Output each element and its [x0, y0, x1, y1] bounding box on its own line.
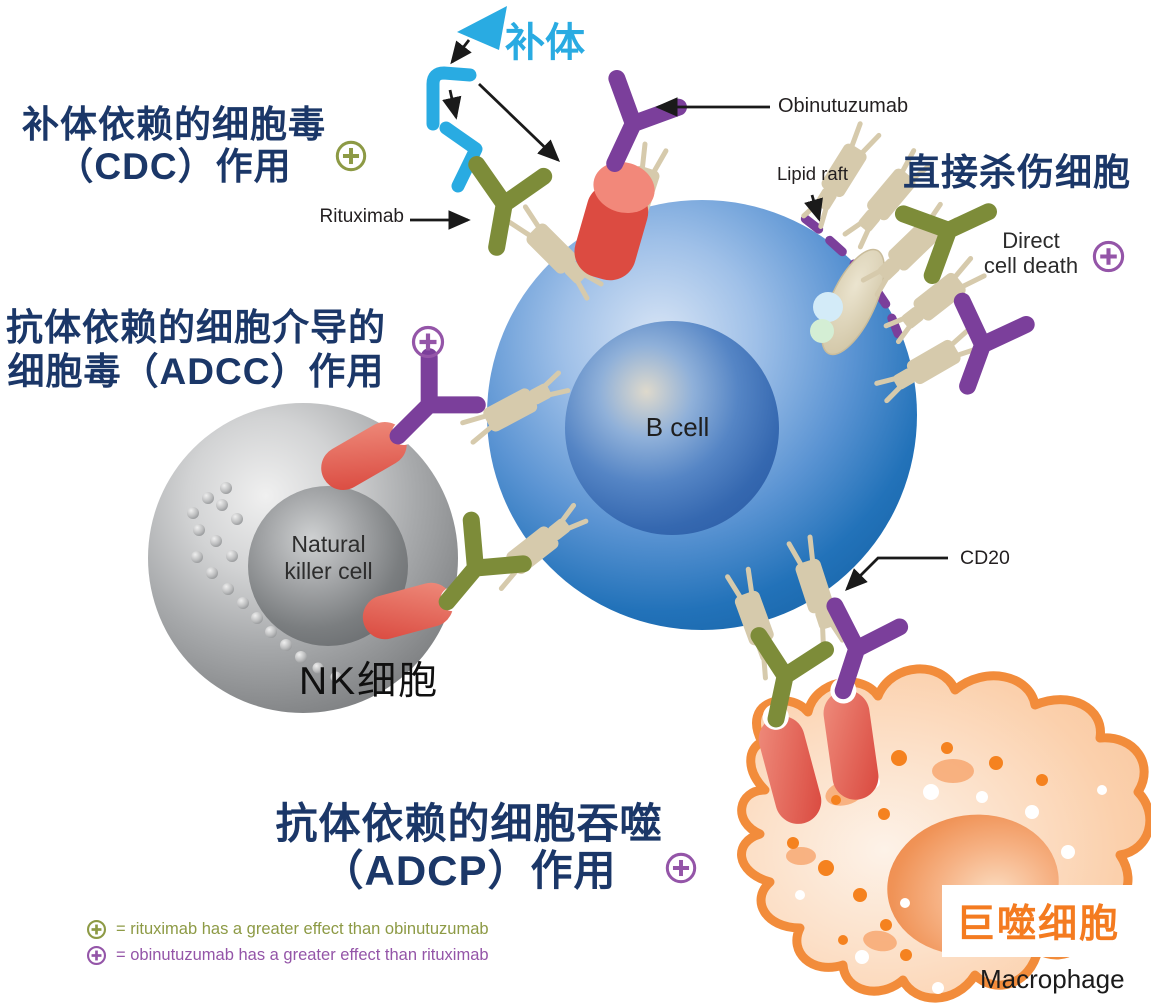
legend-rituximab-text: = rituximab has a greater effect than ob…: [116, 920, 489, 938]
plus-circle-icon-legend-purple: [86, 945, 107, 966]
adcc-heading-line2: 细胞毒（ADCC）作用: [7, 351, 385, 392]
arrow-molecule-to-antibody: [442, 89, 462, 120]
cdc-heading: 补体依赖的细胞毒 （CDC）作用: [0, 104, 348, 188]
bubble: [810, 319, 834, 343]
plus-circle-icon-direct: [1092, 240, 1125, 273]
nk-label-line1: Natural: [291, 531, 366, 557]
adcc-heading: 抗体依赖的细胞介导的 细胞毒（ADCC）作用: [0, 306, 392, 394]
arrow-to-pore: [478, 82, 561, 162]
legend-obinutuzumab-row: = obinutuzumab has a greater effect than…: [86, 945, 489, 966]
complement-label: 补体: [505, 21, 585, 65]
complement-molecule-icon: [426, 66, 477, 131]
plus-circle-icon-cdc: [335, 140, 367, 172]
nk-label-line2: killer cell: [284, 558, 373, 584]
lipid-raft-label: Lipid raft: [777, 163, 848, 184]
legend-rituximab-row: = rituximab has a greater effect than ob…: [86, 919, 489, 940]
b-cell-label: B cell: [645, 412, 710, 442]
nk-granules: [187, 482, 342, 683]
adcp-heading-line1: 抗体依赖的细胞吞噬: [275, 800, 663, 847]
arrow-cd20: [845, 556, 948, 591]
adcp-heading: 抗体依赖的细胞吞噬 （ADCP）作用: [248, 800, 690, 894]
macrophage-en-label: Macrophage: [980, 964, 1125, 994]
nk-cell-cn-label: NK细胞: [299, 660, 440, 703]
obinutuzumab-label: Obinutuzumab: [778, 95, 909, 117]
adcc-heading-line1: 抗体依赖的细胞介导的: [6, 307, 386, 348]
lipid-raft-segment: [887, 313, 903, 339]
arrow-complement-to-molecule: [450, 39, 472, 65]
natural-killer-cell-label: Natural killer cell: [246, 531, 411, 585]
macrophage-cn-label: 巨噬细胞: [956, 903, 1121, 946]
complement-molecule-icon: [439, 121, 483, 193]
antibody-obinutuzumab: [584, 78, 679, 177]
rituximab-label: Rituximab: [319, 206, 404, 227]
lipid-raft-segment: [825, 235, 847, 257]
macrophage-cn-label-box: 巨噬细胞: [942, 885, 1135, 957]
direct-cell-death-cn-heading: 直接杀伤细胞: [903, 152, 1131, 193]
complement-pore-icon: [574, 162, 655, 281]
direct-cell-death-en-label: Direct cell death: [968, 228, 1094, 278]
plus-circle-icon-adcc: [411, 325, 445, 359]
bubble: [813, 292, 843, 322]
legend-obinutuzumab-text: = obinutuzumab has a greater effect than…: [116, 946, 489, 964]
direct-en-line2: cell death: [983, 253, 1079, 278]
cd20-label: CD20: [960, 547, 1010, 569]
adcp-heading-line2: （ADCP）作用: [321, 847, 617, 894]
plus-circle-icon-legend-olive: [86, 919, 107, 940]
direct-en-line1: Direct: [1002, 228, 1060, 253]
cdc-heading-line2: （CDC）作用: [56, 146, 292, 187]
arrow-lipid-raft: [804, 194, 823, 222]
b-cell-nucleus: [565, 321, 779, 535]
plus-circle-icon-adcp: [665, 852, 697, 884]
complement-triangle-icon: [457, 6, 507, 50]
cdc-heading-line1: 补体依赖的细胞毒: [22, 104, 326, 145]
